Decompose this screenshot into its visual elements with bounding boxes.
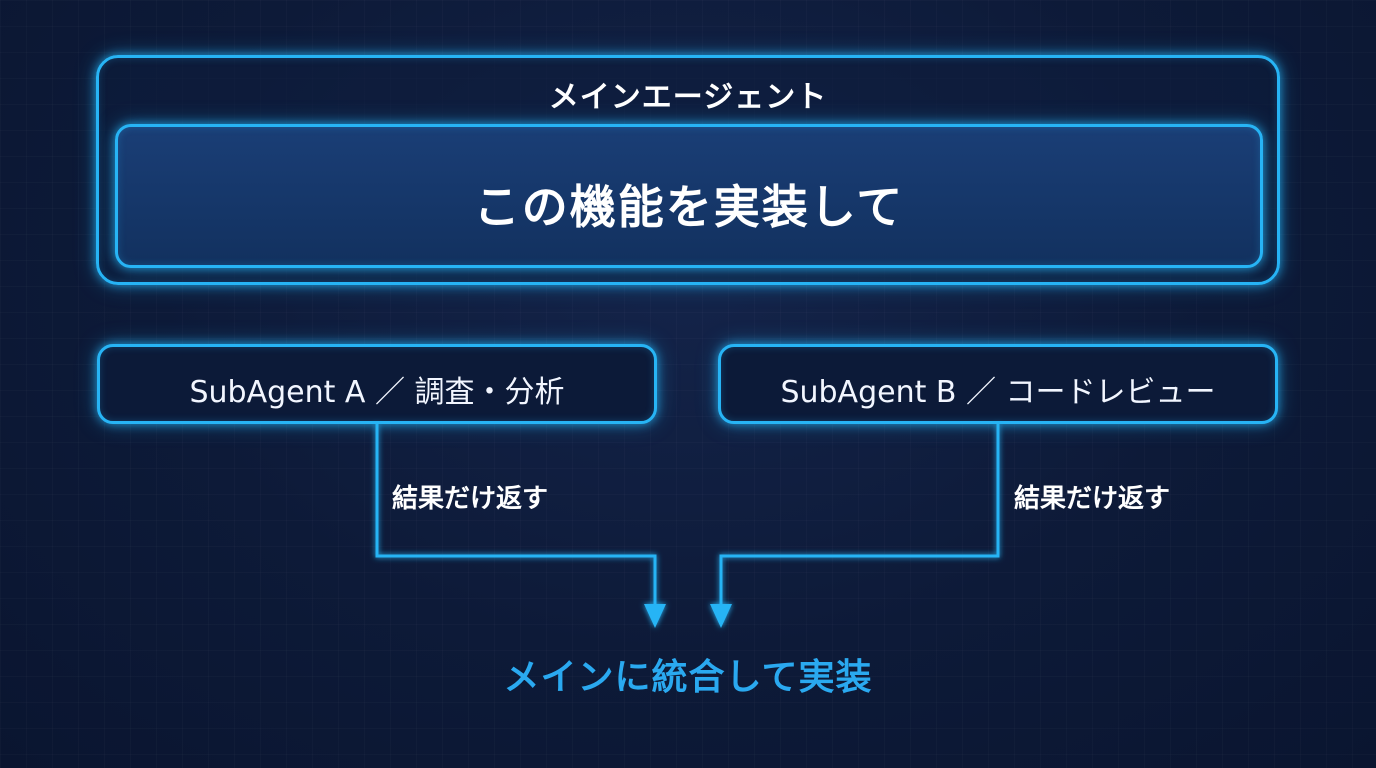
arrowhead-a <box>644 604 666 628</box>
task-box: この機能を実装して <box>115 124 1263 268</box>
return-label-b: 結果だけ返す <box>1014 484 1171 514</box>
main-agent-box: メインエージェント この機能を実装して <box>96 55 1280 285</box>
connector-a <box>375 424 657 606</box>
main-agent-title: メインエージェント <box>548 80 828 115</box>
task-text: この機能を実装して <box>473 180 905 234</box>
subagent-b-label: SubAgent B ／ コードレビュー <box>780 375 1216 410</box>
subagent-a-label: SubAgent A ／ 調査・分析 <box>189 375 565 410</box>
connector-b <box>719 424 1000 606</box>
arrowhead-b <box>710 604 732 628</box>
subagent-b-box: SubAgent B ／ コードレビュー <box>718 344 1278 424</box>
subagent-a-box: SubAgent A ／ 調査・分析 <box>97 344 657 424</box>
result-text: メインに統合して実装 <box>503 657 873 698</box>
return-label-a: 結果だけ返す <box>392 484 549 514</box>
